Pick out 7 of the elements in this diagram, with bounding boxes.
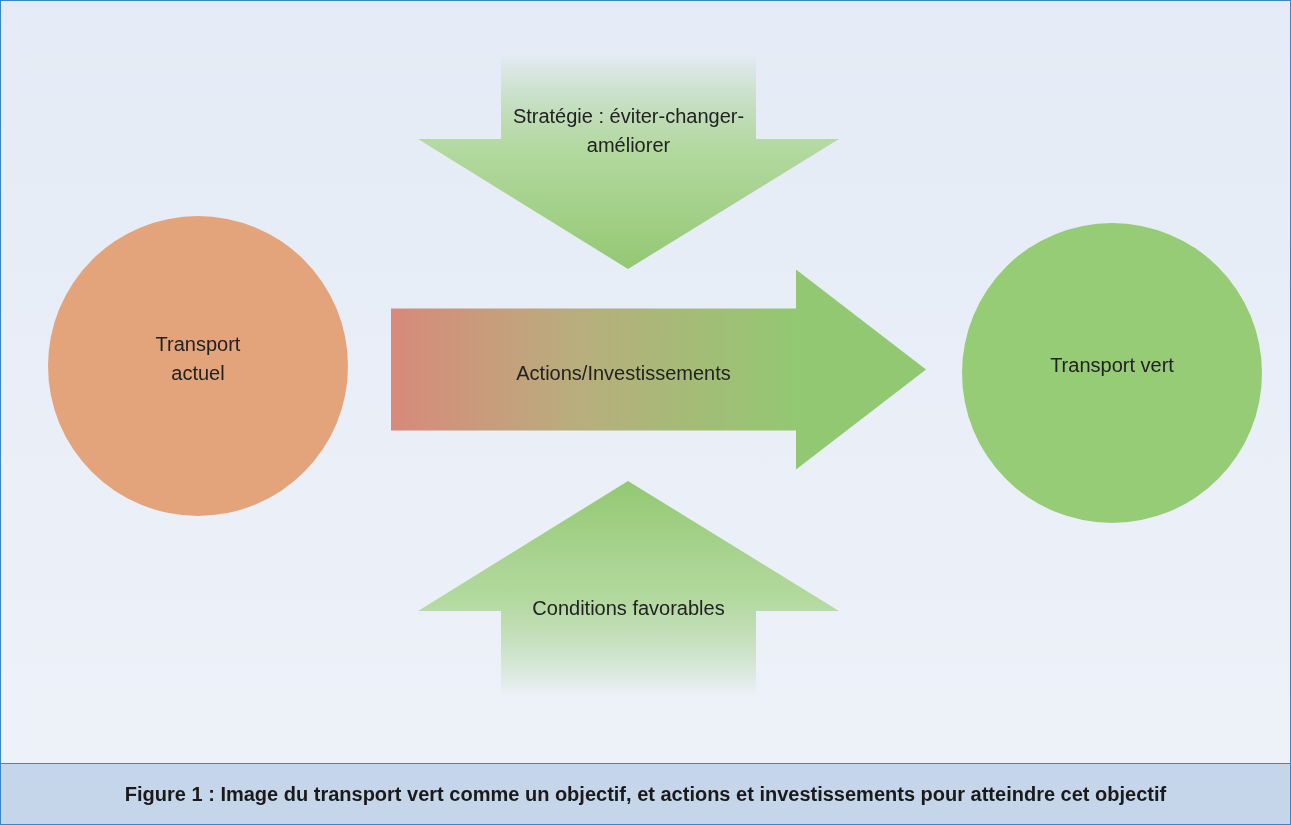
- node-label: Transport vert: [1049, 353, 1175, 378]
- node-label: Transport actuel: [154, 331, 242, 386]
- node-label: Stratégie : éviter-changer-améliorer: [511, 104, 746, 158]
- figure-caption: Figure 1 : Image du transport vert comme un objectif, et actions et investissements pour atteindre cet objectif: [124, 782, 1167, 806]
- node-label: Conditions favorables: [531, 596, 726, 621]
- block-arrow: [391, 269, 926, 470]
- edge-label: Actions/Investissements: [516, 361, 731, 384]
